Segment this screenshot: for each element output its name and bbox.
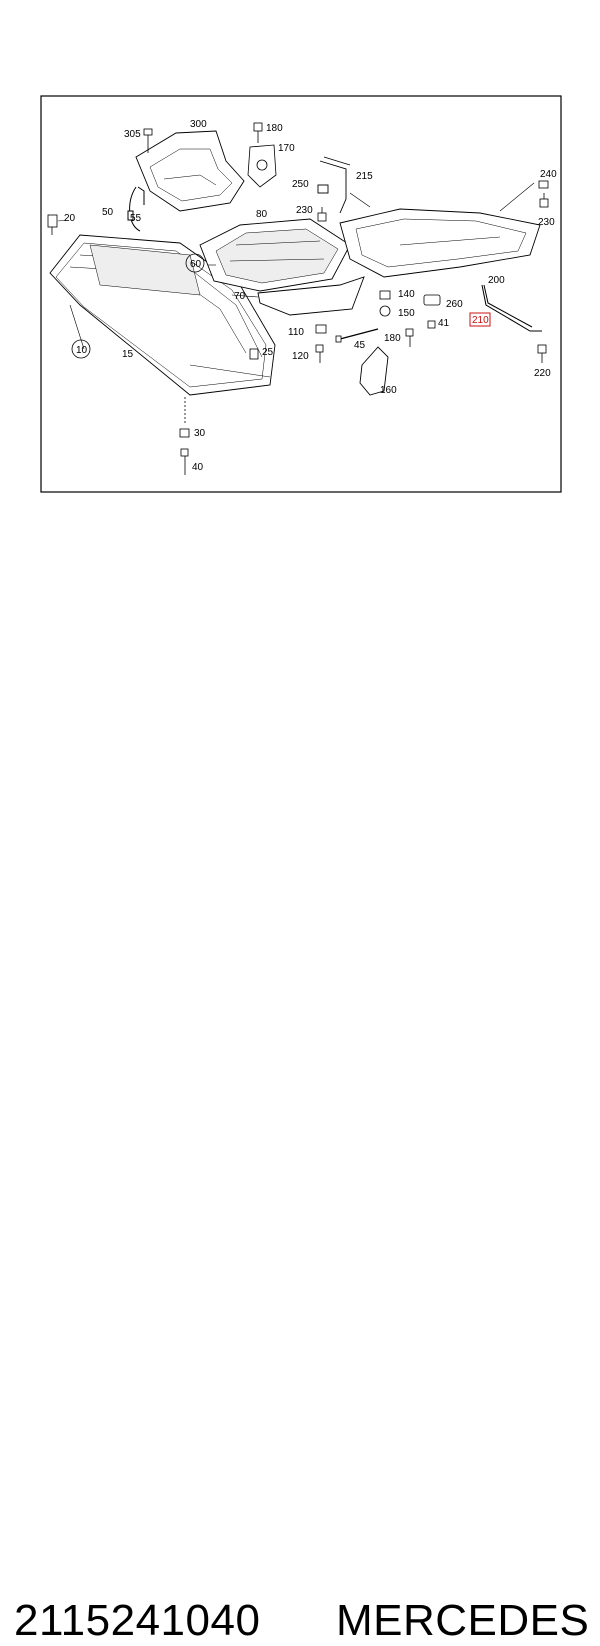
part-label-55: 55: [130, 213, 142, 224]
part-label-160: 160: [380, 385, 397, 396]
callout-circle-60: [185, 253, 205, 273]
tunnel-cover-80: [199, 218, 351, 292]
part-label-150: 150: [398, 308, 415, 319]
rear-panel-200: [339, 208, 541, 278]
brace-70: [257, 276, 365, 316]
part-label-120: 120: [292, 351, 309, 362]
part-label-230: 230: [538, 217, 555, 228]
part-label-15: 15: [122, 349, 134, 360]
clip-25: [249, 348, 259, 360]
strap-210: [481, 284, 542, 332]
part-label-240: 240: [540, 169, 557, 180]
part-number: 2115241040: [14, 1596, 261, 1645]
heat-shield-300: [135, 130, 245, 212]
bolt-220: [537, 344, 547, 363]
part-label-40: 40: [192, 462, 204, 473]
small-parts: [379, 290, 441, 329]
part-label-210: 210: [472, 315, 489, 326]
mount-170: [247, 122, 277, 188]
clip-20: [47, 214, 58, 235]
part-label-10: 10: [76, 345, 88, 356]
part-label-250: 250: [292, 179, 309, 190]
part-label-220: 220: [534, 368, 551, 379]
part-label-70: 70: [234, 291, 246, 302]
part-label-30: 30: [194, 428, 206, 439]
part-label-20: 20: [64, 213, 76, 224]
caption-bar: 2115241040 MERCEDES: [0, 796, 600, 1645]
brand-name: MERCEDES: [336, 1596, 590, 1645]
bracket-215: [317, 156, 351, 214]
exploded-parts-diagram: 305 300 180 170 250 215 240 20 50 55 230 80 230 60 70 1…: [40, 95, 562, 493]
part-label-260: 260: [446, 299, 463, 310]
part-label-180: 180: [266, 123, 283, 134]
part-label-215: 215: [356, 171, 373, 182]
part-label-60: 60: [190, 259, 202, 270]
bracket-160: [359, 346, 389, 396]
part-label-45: 45: [354, 340, 366, 351]
part-label-180: 180: [384, 333, 401, 344]
part-label-230: 230: [296, 205, 313, 216]
part-label-140: 140: [398, 289, 415, 300]
part-label-110: 110: [288, 327, 304, 338]
part-label-50: 50: [102, 207, 114, 218]
part-label-200: 200: [488, 275, 505, 286]
part-label-300: 300: [190, 119, 207, 130]
part-label-25: 25: [262, 347, 274, 358]
part-label-305: 305: [124, 129, 141, 140]
part-label-170: 170: [278, 143, 295, 154]
fasteners-30-40: [179, 397, 190, 475]
callout-circle-10: [71, 339, 91, 359]
highlight-box: [469, 312, 491, 327]
bolt-305: [143, 128, 153, 153]
bolts-lower: [315, 324, 414, 363]
bracket-50: [127, 186, 145, 232]
leader-lines: [57, 182, 535, 350]
part-labels: 305 300 180 170 250 215 240 20 50 55 230 80 230 60 70 1…: [64, 119, 557, 473]
fasteners-230-240: [317, 180, 549, 222]
bolt-45: [335, 328, 379, 343]
part-label-80: 80: [256, 209, 268, 220]
part-label-41: 41: [438, 318, 450, 329]
